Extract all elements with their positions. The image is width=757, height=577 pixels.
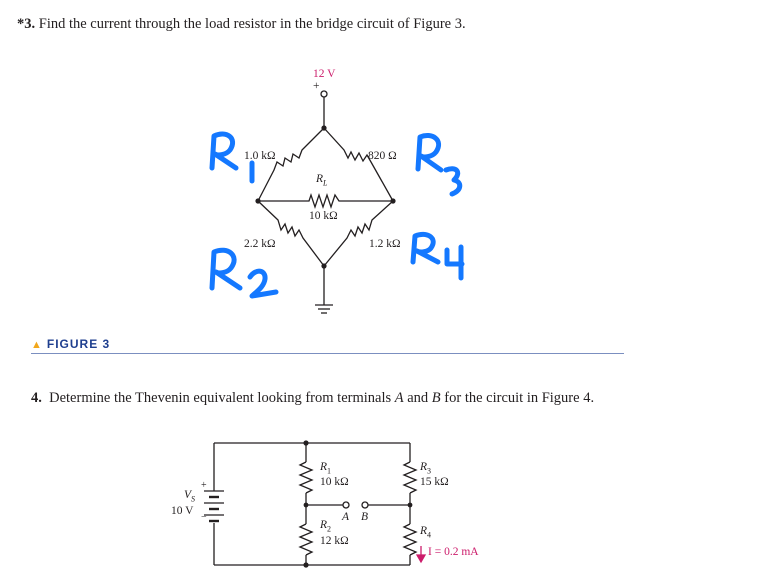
- r2-resistor: [257, 200, 325, 267]
- vs-name-label: VS: [184, 489, 196, 504]
- r3-resistor: [323, 127, 394, 202]
- handwritten-r4: [410, 231, 465, 281]
- problem-3-number: *3.: [17, 16, 36, 32]
- rl-resistor: [258, 192, 393, 210]
- handwritten-r3: [415, 133, 463, 197]
- r1-name-label: R1: [320, 461, 332, 476]
- figure-3-caption: ▲FIGURE 3: [31, 337, 110, 351]
- supply-voltage-label: 12 V: [313, 68, 336, 80]
- r1-resistor: [257, 127, 325, 202]
- handwritten-r2: [209, 247, 279, 299]
- r2-name-label: R2: [320, 519, 332, 534]
- figure-3-caption-label: FIGURE 3: [46, 337, 111, 351]
- current-label: I = 0.2 mA: [428, 546, 479, 558]
- caption-divider: [31, 353, 624, 354]
- r4-resistor: [323, 200, 394, 267]
- problem-4-statement: 4. Determine the Thevenin equivalent loo…: [31, 390, 595, 406]
- r1-value-label: 1.0 kΩ: [244, 150, 276, 162]
- vs-value-label: 10 V: [171, 505, 194, 517]
- supply-plus-sign: +: [313, 80, 320, 92]
- r1-value-label-fig4: 10 kΩ: [320, 476, 349, 488]
- r2-value-label-fig4: 12 kΩ: [320, 535, 349, 547]
- handwritten-r1: [209, 131, 255, 184]
- r3-value-label-fig4: 15 kΩ: [420, 476, 449, 488]
- r4-value-label: 1.2 kΩ: [369, 238, 401, 250]
- rl-value-label: 10 kΩ: [309, 210, 338, 222]
- r3-value-label: 820 Ω: [368, 150, 397, 162]
- bridge-nodes: [255, 125, 396, 269]
- handwritten-annotations: [209, 131, 465, 299]
- problem-4-number: 4.: [31, 390, 42, 406]
- problem-3-statement: *3. Find the current through the load re…: [17, 16, 466, 33]
- vs-minus-sign: −: [201, 512, 207, 523]
- r4-name-label: R4: [420, 525, 432, 540]
- supply-terminal: [320, 90, 328, 98]
- r2-value-label: 2.2 kΩ: [244, 238, 276, 250]
- rl-name-label: RL: [316, 173, 328, 188]
- terminal-a-label: A: [342, 511, 350, 523]
- caption-triangle-icon: ▲: [31, 339, 43, 351]
- problem-3-text: Find the current through the load resist…: [38, 16, 466, 32]
- r3-name-label: R3: [420, 461, 432, 476]
- vs-plus-sign: +: [201, 480, 207, 491]
- terminal-b-label: B: [361, 511, 369, 523]
